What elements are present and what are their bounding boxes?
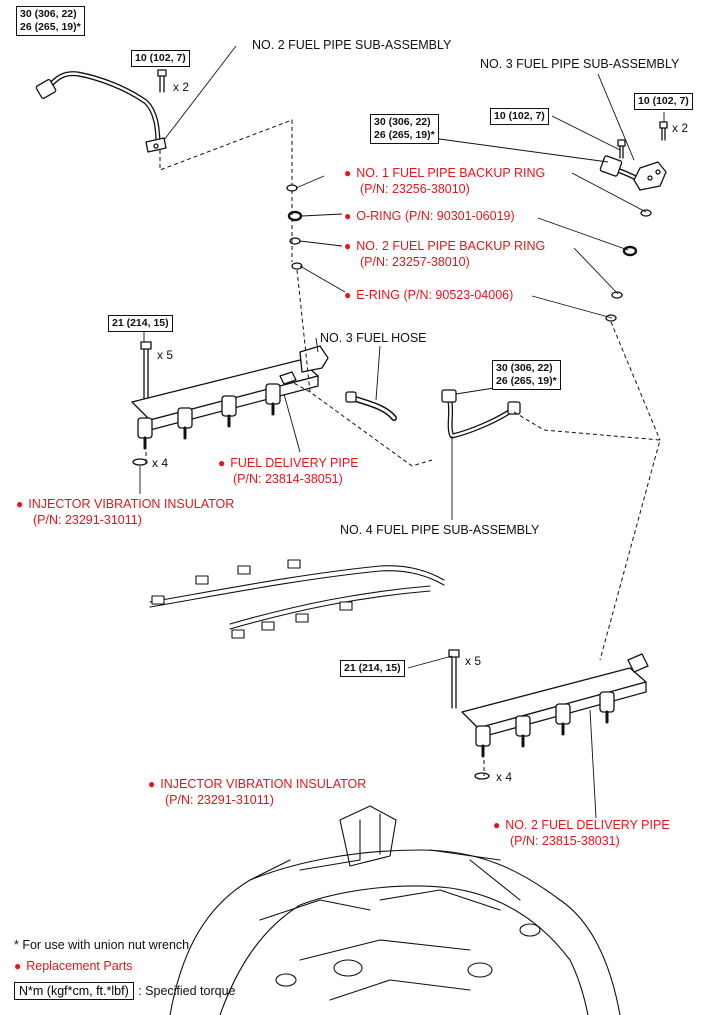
- torque-box-no2-delivery-bolt: 21 (214, 15): [340, 660, 405, 677]
- part-name: NO. 1 FUEL PIPE BACKUP RING: [356, 166, 546, 180]
- legend-replacement: Replacement Parts: [14, 958, 133, 974]
- part-name: E-RING (P/N: 90523-04006): [356, 288, 514, 302]
- legend-union-note: * For use with union nut wrench: [14, 938, 190, 952]
- qty-insulator-right: x 4: [496, 770, 513, 784]
- legend-torque-unit-box: N*m (kgf*cm, ft.*lbf): [14, 982, 134, 1000]
- no3-fuel-hose-drawing: [345, 391, 397, 421]
- label-no2-backup-ring: NO. 2 FUEL PIPE BACKUP RING: [344, 238, 545, 254]
- part-name: FUEL DELIVERY PIPE: [230, 456, 359, 470]
- label-no3-fuel-pipe: NO. 3 FUEL PIPE SUB-ASSEMBLY: [480, 57, 680, 71]
- wire-harness-drawing: [149, 559, 445, 639]
- torque-box-no3-pipe-right: 10 (102, 7): [634, 93, 693, 110]
- label-no2-backup-ring-pn: (P/N: 23257-38010): [360, 255, 470, 269]
- label-no2-fuel-delivery-pipe-pn: (P/N: 23815-38031): [510, 834, 620, 848]
- torque-box-no3-pipe-left: 10 (102, 7): [490, 108, 549, 125]
- qty-no2-pipe-bolt: x 2: [173, 80, 190, 94]
- legend-torque-desc: : Specified torque: [138, 984, 236, 998]
- qty-no2-delivery-bolt: x 5: [465, 654, 482, 668]
- label-e-ring: E-RING (P/N: 90523-04006): [344, 287, 513, 303]
- label-injector-insulator-left: INJECTOR VIBRATION INSULATOR: [16, 496, 234, 512]
- torque-value: 30 (306, 22): [496, 362, 553, 374]
- legend-torque: N*m (kgf*cm, ft.*lbf) : Specified torque: [14, 982, 236, 1000]
- label-fuel-delivery-pipe: FUEL DELIVERY PIPE: [218, 455, 359, 471]
- part-name: NO. 2 FUEL DELIVERY PIPE: [505, 818, 670, 832]
- fuel-delivery-pipe-drawing: [131, 341, 329, 466]
- part-name: INJECTOR VIBRATION INSULATOR: [28, 497, 235, 511]
- torque-box-no4-union: 30 (306, 22) 26 (265, 19)*: [492, 360, 561, 390]
- qty-delivery-bolt: x 5: [157, 348, 174, 362]
- label-no3-fuel-hose: NO. 3 FUEL HOSE: [320, 331, 427, 345]
- torque-value: 26 (265, 19)*: [496, 375, 557, 387]
- no2-fuel-pipe-drawing: [35, 69, 167, 153]
- torque-box-delivery-pipe-bolt: 21 (214, 15): [108, 315, 173, 332]
- label-no1-backup-ring-pn: (P/N: 23256-38010): [360, 182, 470, 196]
- part-name: NO. 2 FUEL PIPE BACKUP RING: [356, 239, 546, 253]
- torque-value: 30 (306, 22): [20, 8, 77, 20]
- torque-value: 26 (265, 19)*: [20, 21, 81, 33]
- label-no2-fuel-pipe: NO. 2 FUEL PIPE SUB-ASSEMBLY: [252, 38, 452, 52]
- qty-insulator-left: x 4: [152, 456, 169, 470]
- part-name: INJECTOR VIBRATION INSULATOR: [160, 777, 367, 791]
- no3-fuel-pipe-drawing: [599, 121, 668, 191]
- legend-replacement-text: Replacement Parts: [26, 959, 133, 973]
- label-no4-fuel-pipe: NO. 4 FUEL PIPE SUB-ASSEMBLY: [340, 523, 540, 537]
- label-o-ring: O-RING (P/N: 90301-06019): [344, 208, 515, 224]
- torque-box-no2-pipe-bolt: 10 (102, 7): [131, 50, 190, 67]
- label-injector-insulator-right-pn: (P/N: 23291-31011): [165, 793, 274, 807]
- ring-set-right: [605, 209, 652, 322]
- label-no1-backup-ring: NO. 1 FUEL PIPE BACKUP RING: [344, 165, 545, 181]
- torque-value: 26 (265, 19)*: [374, 129, 435, 141]
- torque-value: 30 (306, 22): [374, 116, 431, 128]
- label-injector-insulator-right: INJECTOR VIBRATION INSULATOR: [148, 776, 366, 792]
- torque-box-top-left: 30 (306, 22) 26 (265, 19)*: [16, 6, 85, 36]
- no2-fuel-delivery-pipe-drawing: [448, 649, 649, 780]
- part-name: O-RING (P/N: 90301-06019): [356, 209, 515, 223]
- label-no2-fuel-delivery-pipe: NO. 2 FUEL DELIVERY PIPE: [493, 817, 670, 833]
- torque-box-no3-union: 30 (306, 22) 26 (265, 19)*: [370, 114, 439, 144]
- qty-no3-pipe-bolt: x 2: [672, 121, 689, 135]
- label-injector-insulator-left-pn: (P/N: 23291-31011): [33, 513, 142, 527]
- engine-drawing: [169, 805, 621, 1015]
- no4-fuel-pipe-drawing: [441, 389, 521, 439]
- label-fuel-delivery-pipe-pn: (P/N: 23814-38051): [233, 472, 343, 486]
- ring-set-left: [286, 184, 303, 270]
